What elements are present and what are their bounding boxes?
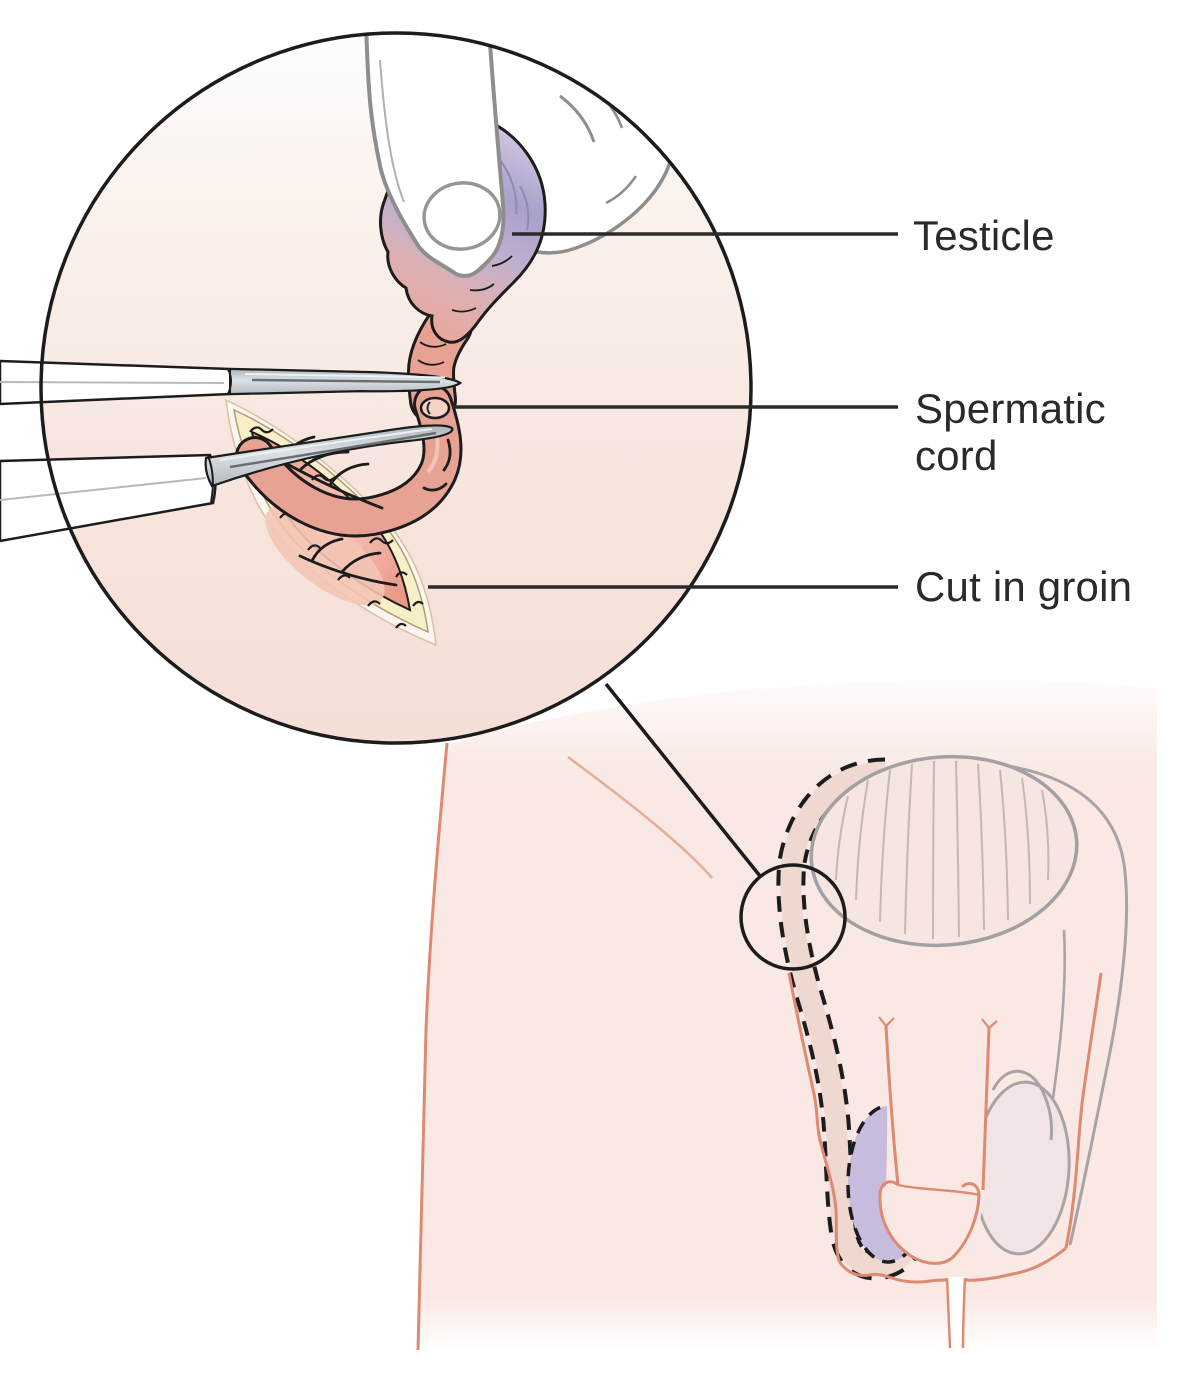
penis-front [878,1016,998,1265]
tissue-mound [265,504,385,606]
thumb [363,33,506,278]
spermatic-cord-loop [235,384,463,587]
bulb-striations [835,760,1050,940]
magnified-inset [0,31,753,745]
zoom-source-circle [739,863,847,971]
penis-bulb [809,754,1079,948]
callout-label-spermatic-cord: Spermatic cord [915,385,1106,480]
body-bottom-fade [410,1296,1160,1350]
leader-lines [428,232,898,589]
callout-label-testicle: Testicle [913,212,1055,259]
median-raphe-gap [945,1277,967,1350]
callout-label-cut-in-groin: Cut in groin [915,563,1133,610]
cord-stump [419,396,451,420]
fingernail [422,181,502,251]
surgical-clamp-upper [0,359,463,406]
scrotum-outline [787,972,1103,1284]
epididymis-line [991,1069,1054,1141]
anatomy-overview [410,660,1160,1351]
spermatic-cord-path-dashed [776,757,921,1281]
thigh-outline [416,742,449,1351]
zoom-connector-line [604,682,762,878]
penis-shaft-line-outer [1007,764,1129,1246]
body-skin [418,679,1157,1348]
inset-circle-outline [39,31,753,745]
groin-crease-line [567,755,713,879]
